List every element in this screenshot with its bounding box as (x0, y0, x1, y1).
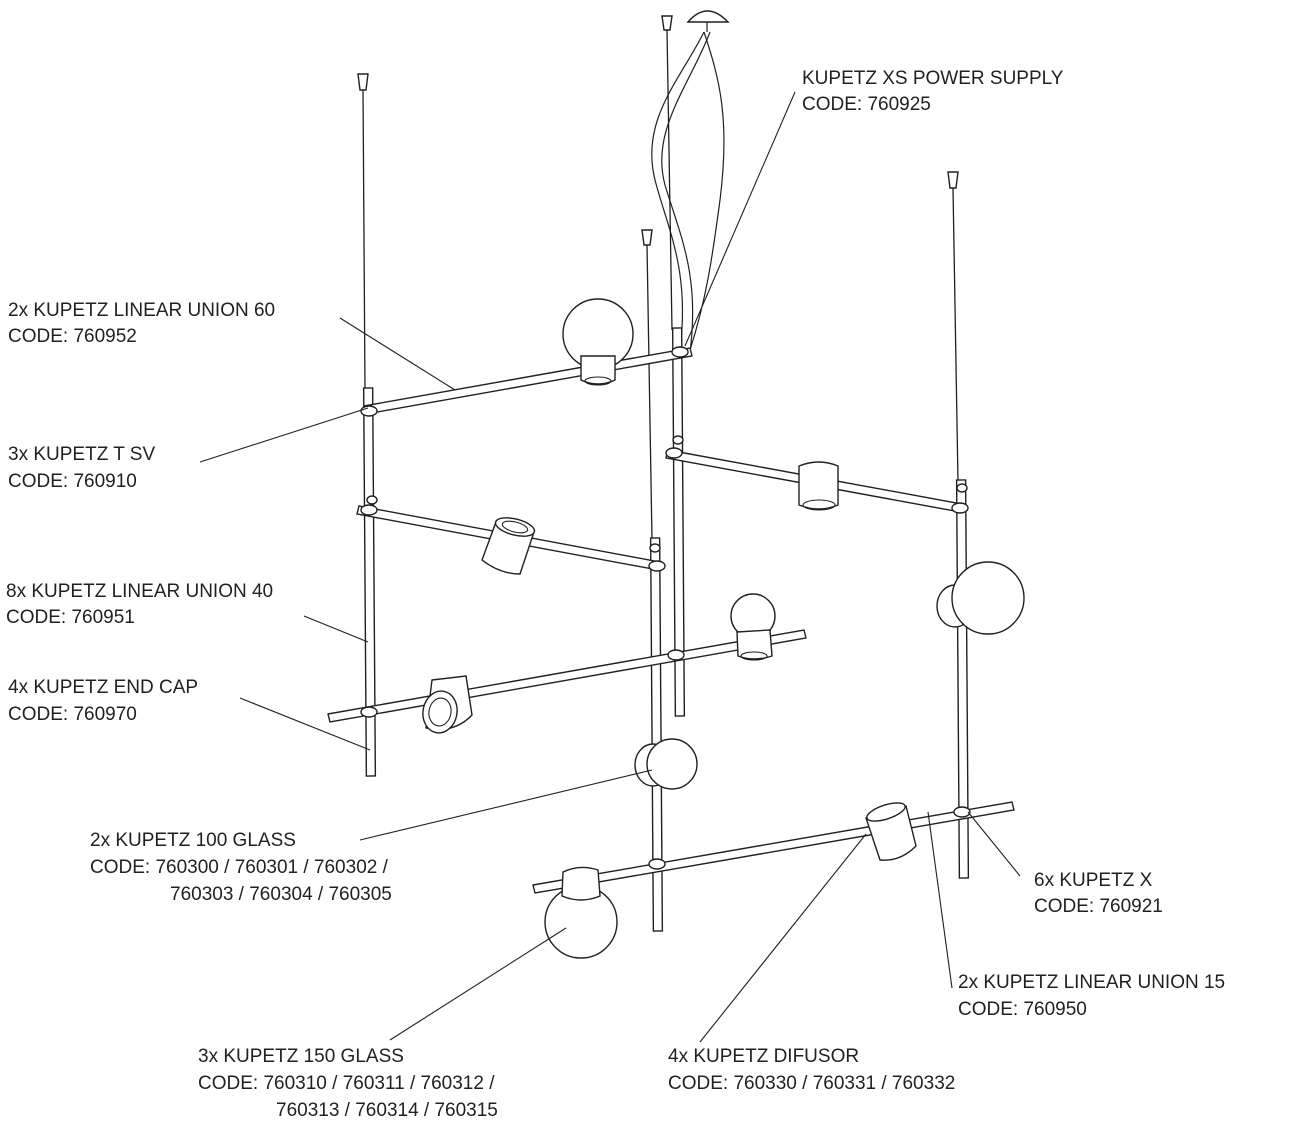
callout-power-supply: KUPETZ XS POWER SUPPLY CODE: 760925 (802, 68, 1064, 115)
callout-end-cap-code: CODE: 760970 (8, 704, 137, 725)
callout-glass-150-title: 3x KUPETZ 150 GLASS (198, 1046, 404, 1067)
glass-sphere-bottom-left (544, 866, 618, 959)
callout-end-cap-title: 4x KUPETZ END CAP (8, 677, 198, 698)
callout-glass-100-codes-2: 760303 / 760304 / 760305 (170, 884, 392, 905)
power-cable (651, 31, 725, 353)
callout-t-sv: 3x KUPETZ T SV CODE: 760910 (8, 444, 155, 492)
difusor-middle-tilted (481, 517, 536, 575)
callout-kupetz-x: 6x KUPETZ X CODE: 760921 (1034, 870, 1163, 917)
callout-linear-union-15-title: 2x KUPETZ LINEAR UNION 15 (958, 972, 1225, 993)
callout-glass-150: 3x KUPETZ 150 GLASS CODE: 760310 / 76031… (198, 1046, 498, 1121)
leader-difusor (699, 833, 867, 1043)
callout-difusor-codes: CODE: 760330 / 760331 / 760332 (668, 1073, 955, 1094)
callout-kupetz-x-title: 6x KUPETZ X (1034, 870, 1153, 891)
leader-glass-150 (389, 927, 567, 1041)
suspension-wires (362, 29, 959, 541)
ceiling-anchors (357, 15, 959, 246)
callout-linear-union-40: 8x KUPETZ LINEAR UNION 40 CODE: 760951 (6, 581, 273, 628)
glass-sphere-small (730, 593, 776, 661)
callout-linear-union-60-title: 2x KUPETZ LINEAR UNION 60 (8, 300, 275, 321)
leader-linear-union-15 (927, 811, 953, 989)
leader-kupetz-x (967, 811, 1021, 877)
horizontal-arms (327, 347, 1015, 894)
glass-sphere-top (562, 298, 634, 386)
difusor-upper-right (798, 461, 839, 511)
leader-end-cap (239, 697, 371, 751)
callout-linear-union-60: 2x KUPETZ LINEAR UNION 60 CODE: 760952 (8, 300, 275, 347)
callout-t-sv-code: CODE: 760910 (8, 471, 137, 492)
leader-linear-union-60 (339, 317, 456, 391)
difusor-bottom-right (865, 802, 917, 861)
glass-sphere-right (936, 561, 1025, 635)
callout-linear-union-60-code: CODE: 760952 (8, 326, 137, 347)
leader-glass-100 (359, 769, 653, 841)
callout-end-cap: 4x KUPETZ END CAP CODE: 760970 (8, 677, 198, 725)
leader-t-sv (199, 407, 369, 463)
callout-linear-union-40-code: CODE: 760951 (6, 607, 135, 628)
leader-power-supply (684, 91, 796, 347)
callout-linear-union-40-title: 8x KUPETZ LINEAR UNION 40 (6, 581, 273, 602)
difusor-lower-left (422, 675, 473, 734)
callout-glass-100-codes-1: CODE: 760300 / 760301 / 760302 / (90, 857, 389, 878)
callout-difusor-title: 4x KUPETZ DIFUSOR (668, 1046, 859, 1067)
callout-power-supply-title: KUPETZ XS POWER SUPPLY (802, 68, 1064, 89)
callout-linear-union-15: 2x KUPETZ LINEAR UNION 15 CODE: 760950 (958, 972, 1225, 1020)
callout-glass-150-codes-1: CODE: 760310 / 760311 / 760312 / (198, 1073, 495, 1094)
callout-glass-100-title: 2x KUPETZ 100 GLASS (90, 830, 296, 851)
leader-lines (199, 91, 1021, 1043)
x-connectors (360, 346, 971, 870)
callout-kupetz-x-code: CODE: 760921 (1034, 896, 1163, 917)
callout-power-supply-code: CODE: 760925 (802, 94, 931, 115)
glass-sphere-center (634, 738, 698, 790)
callout-difusor: 4x KUPETZ DIFUSOR CODE: 760330 / 760331 … (668, 1046, 955, 1094)
callout-t-sv-title: 3x KUPETZ T SV (8, 444, 155, 465)
callout-linear-union-15-code: CODE: 760950 (958, 999, 1087, 1020)
callout-glass-100: 2x KUPETZ 100 GLASS CODE: 760300 / 76030… (90, 830, 392, 905)
leader-linear-union-40 (303, 615, 369, 643)
callout-glass-150-codes-2: 760313 / 760314 / 760315 (276, 1100, 498, 1121)
power-supply-canopy (686, 10, 730, 32)
